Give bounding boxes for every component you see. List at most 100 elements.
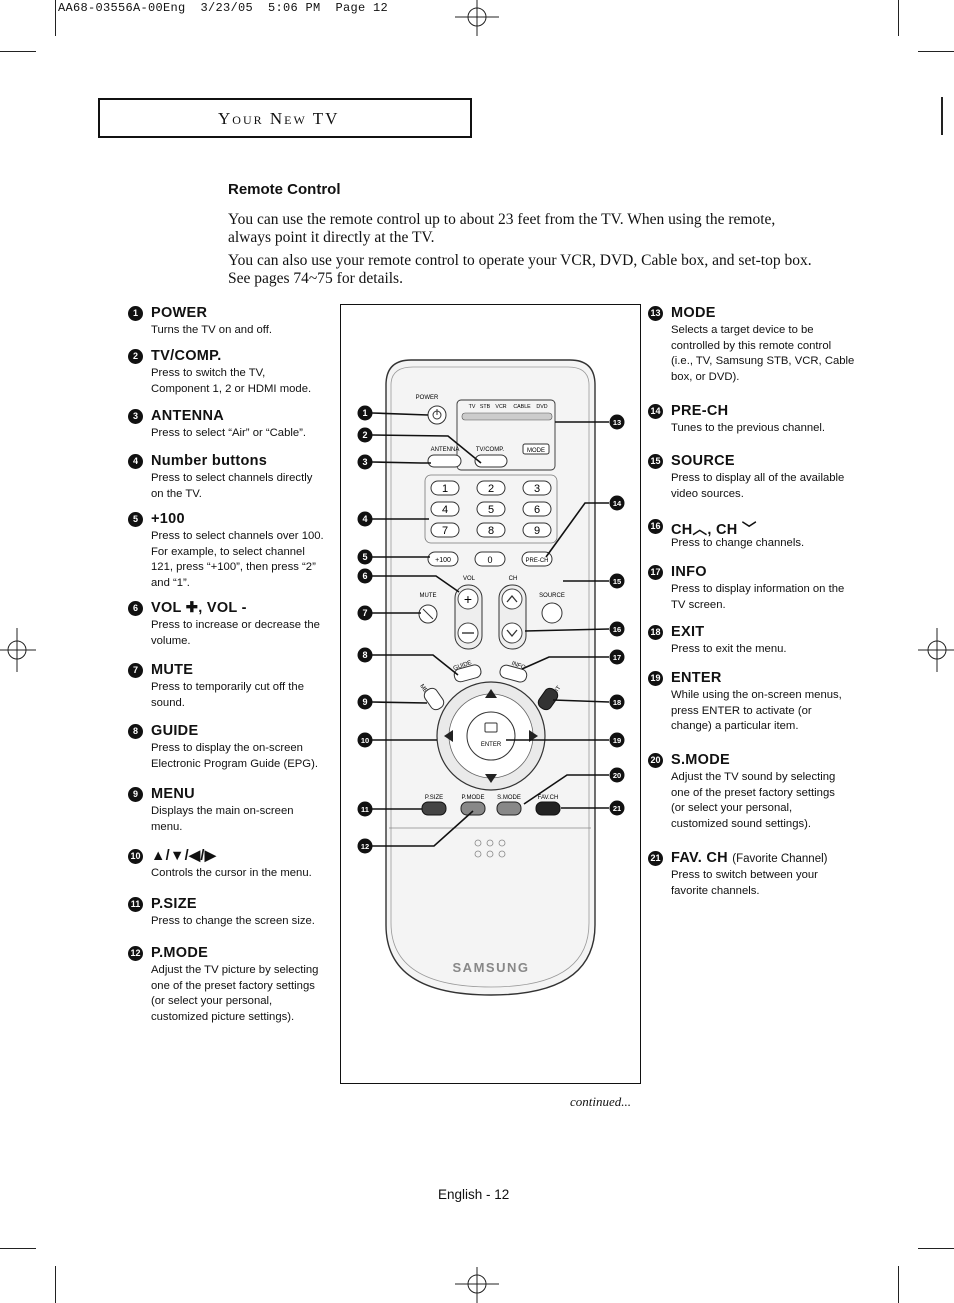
prech-button[interactable]: [521, 551, 553, 567]
item-title: GUIDE: [151, 723, 199, 739]
digit-button[interactable]: [430, 501, 460, 517]
prech-label: PRE-CH: [525, 558, 548, 564]
pmode-label: P.MODE: [462, 795, 485, 801]
item-desc: Press to switch between your favorite ch…: [671, 869, 818, 897]
registration-mark-icon: [455, 1267, 499, 1303]
registration-mark-icon: [455, 0, 499, 36]
digit-button[interactable]: [522, 480, 552, 496]
antenna-button[interactable]: [427, 454, 462, 468]
arrow-left-icon[interactable]: [444, 730, 453, 742]
item-number: 19: [648, 671, 663, 686]
callout-number: 5: [362, 552, 367, 562]
item-number: 18: [648, 625, 663, 640]
callout-number: 18: [613, 698, 621, 707]
callout-number: 20: [613, 771, 621, 780]
vol-up-icon[interactable]: [457, 588, 479, 610]
item-title: ANTENNA: [151, 408, 224, 424]
ch-up-icon[interactable]: [501, 588, 523, 610]
tvcomp-button[interactable]: [474, 454, 508, 468]
exit-button[interactable]: [536, 686, 560, 712]
info-button[interactable]: [499, 664, 528, 684]
item-desc: Press to switch the TV, Component 1, 2 o…: [151, 367, 312, 395]
callout-lines: [371, 412, 610, 847]
arrow-down-icon[interactable]: [485, 774, 497, 783]
item-title: ENTER: [671, 670, 722, 686]
callout-number: 1: [362, 408, 367, 418]
callout-badge: [357, 801, 373, 817]
callout-number: 13: [613, 418, 621, 427]
callout-badge: [357, 549, 373, 565]
enter-label: ENTER: [481, 742, 502, 748]
arrow-up-icon[interactable]: [485, 689, 497, 698]
digit-button[interactable]: [430, 480, 460, 496]
item-number: 17: [648, 565, 663, 580]
callout-badge: [609, 694, 625, 710]
remote-figure: POWER TV STB VCR CABLE DVD ANTENNA TV/CO…: [340, 304, 641, 1084]
item-title: CH︿, CH ﹀: [671, 522, 757, 538]
ch-down-icon[interactable]: [501, 622, 523, 644]
item-number: 8: [128, 724, 143, 739]
item-title: FAV. CH (Favorite Channel): [671, 850, 827, 866]
item-title: PRE-CH: [671, 403, 729, 419]
continued-note: continued...: [570, 1094, 632, 1109]
callout-number: 7: [362, 608, 367, 618]
item-desc: Displays the main on-screen menu.: [151, 805, 294, 833]
crop-mark: [898, 1266, 899, 1303]
crop-mark: [0, 1248, 36, 1249]
margin-bar: [941, 97, 943, 135]
item-number: 21: [648, 851, 663, 866]
callout-number: 11: [361, 805, 369, 814]
print-slug: AA68-03556A-00Eng 3/23/05 5:06 PM Page 1…: [58, 1, 389, 15]
menu-button[interactable]: [422, 686, 446, 712]
callout-number: 16: [613, 625, 621, 634]
callout-number: 6: [362, 571, 367, 581]
item-desc: Adjust the TV picture by selecting one o…: [151, 964, 319, 1023]
item-number: 15: [648, 454, 663, 469]
samsung-logo: SAMSUNG: [453, 960, 530, 975]
arrow-right-icon[interactable]: [529, 730, 538, 742]
plus100-button[interactable]: [427, 551, 459, 567]
callout-badge: [609, 649, 625, 665]
callout-badge: [357, 568, 373, 584]
callout-number: 9: [362, 697, 367, 707]
zero-button[interactable]: [474, 551, 506, 567]
digit-label: 7: [442, 525, 448, 537]
smode-button[interactable]: [496, 801, 522, 816]
item-title: Number buttons: [151, 453, 268, 469]
digit-button[interactable]: [476, 522, 506, 538]
item-title: S.MODE: [671, 752, 730, 768]
callout-badge: [609, 414, 625, 430]
item-desc: Turns the TV on and off.: [151, 324, 272, 336]
source-button[interactable]: [541, 602, 563, 624]
guide-button[interactable]: [453, 664, 482, 684]
digit-button[interactable]: [522, 501, 552, 517]
digit-button[interactable]: [430, 522, 460, 538]
item-title: SOURCE: [671, 453, 735, 469]
favch-button[interactable]: [535, 801, 561, 816]
item-number: 11: [128, 897, 143, 912]
vol-label: VOL: [463, 576, 476, 582]
item-number: 5: [128, 512, 143, 527]
ch-label: CH: [509, 576, 518, 582]
callout-number: 3: [362, 457, 367, 467]
section-title: Your New TV: [218, 109, 340, 128]
item-desc: Tunes to the previous channel.: [671, 422, 826, 434]
digit-label: 2: [488, 483, 494, 495]
digit-label: 9: [534, 525, 540, 537]
item-number: 14: [648, 404, 663, 419]
digit-button[interactable]: [522, 522, 552, 538]
info-label: INFO: [511, 661, 527, 672]
enter-button[interactable]: [466, 711, 516, 761]
digit-button[interactable]: [476, 480, 506, 496]
mode-button[interactable]: [522, 443, 550, 455]
pmode-button[interactable]: [460, 801, 486, 816]
crop-mark: [55, 0, 56, 36]
item-number: 9: [128, 787, 143, 802]
item-number: 20: [648, 753, 663, 768]
item-title: POWER: [151, 305, 208, 321]
digit-button[interactable]: [476, 501, 506, 517]
power-label: POWER: [416, 395, 439, 401]
psize-button[interactable]: [421, 801, 447, 816]
item-number: 13: [648, 306, 663, 321]
